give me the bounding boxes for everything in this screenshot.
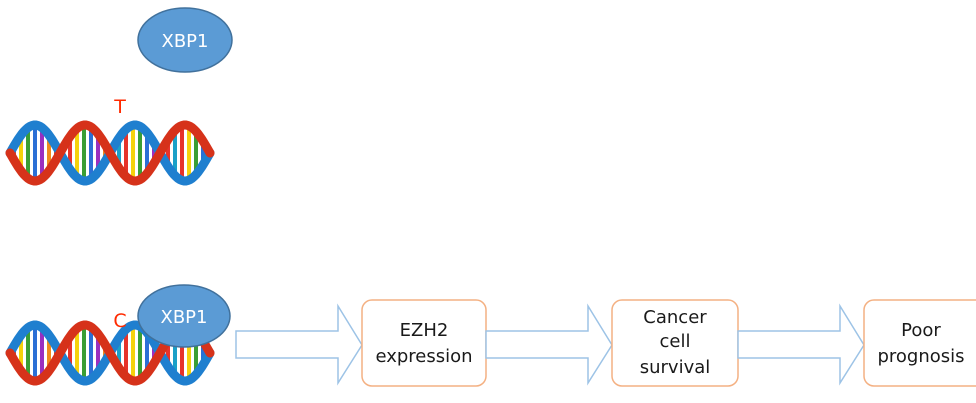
prognosis-line-1: Poor <box>901 320 941 341</box>
top-snp-allele: T <box>113 96 126 118</box>
bottom-xbp1-protein: XBP1 <box>137 284 231 348</box>
top-xbp1-protein: XBP1 <box>137 7 233 73</box>
bottom-xbp1-label: XBP1 <box>161 307 208 328</box>
survival-line-3: survival <box>640 357 711 378</box>
bottom-snp-allele: C <box>113 310 126 332</box>
survival-line-2: cell <box>660 331 691 352</box>
block-arrow-right-icon <box>235 303 363 386</box>
poor-prognosis-box: Poor prognosis <box>863 299 976 387</box>
top-xbp1-label: XBP1 <box>162 31 209 52</box>
ezh2-line-1: EZH2 <box>400 320 449 341</box>
cancer-cell-survival-box: Cancer cell survival <box>611 299 739 387</box>
block-arrow-right-icon <box>485 303 613 386</box>
bottom-panel: C XBP1 EZH2 expression Cancer cell survi… <box>5 284 976 387</box>
ezh2-line-2: expression <box>375 346 472 367</box>
dna-helix-icon <box>5 120 215 186</box>
top-panel: XBP1 T <box>5 7 233 186</box>
ezh2-expression-box: EZH2 expression <box>361 299 487 387</box>
block-arrow-right-icon <box>737 303 865 386</box>
survival-line-1: Cancer <box>643 307 707 328</box>
prognosis-line-2: prognosis <box>877 346 964 367</box>
